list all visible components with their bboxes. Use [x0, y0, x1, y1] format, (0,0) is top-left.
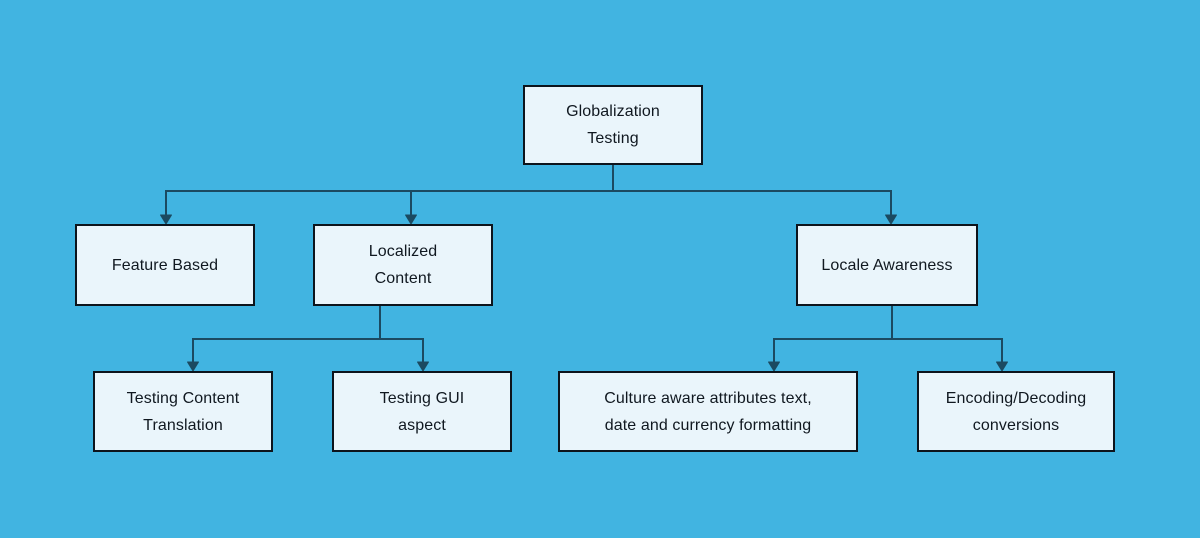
node-encoding-decoding-conversions: Encoding/Decoding conversions: [917, 371, 1115, 452]
node-label: Globalization: [566, 103, 660, 120]
node-localized-content: Localized Content: [313, 224, 493, 306]
node-label: Localized: [368, 243, 438, 260]
arrowhead-icon: [417, 361, 429, 372]
node-feature-based: Feature Based: [75, 224, 255, 306]
edge-localized-content-to-testing-gui-aspect: [379, 306, 429, 372]
arrowhead-icon: [996, 361, 1008, 372]
node-culture-aware-attributes: Culture aware attributes text, date and …: [558, 371, 858, 452]
node-label: aspect: [398, 416, 446, 434]
node-testing-content-translation: Testing Content Translation: [93, 371, 273, 452]
node-label: Locale Awareness: [821, 256, 953, 274]
node-locale-awareness: Locale Awareness: [796, 224, 978, 306]
edge-locale-awareness-to-encoding-decoding: [891, 306, 1008, 372]
node-label: date and currency formatting: [604, 416, 812, 434]
arrowhead-icon: [885, 214, 897, 225]
node-globalization-testing: Globalization Testing: [523, 85, 703, 165]
node-label: conversions: [972, 416, 1060, 434]
edge-globalization-to-feature-based: [160, 165, 614, 225]
node-label: Culture aware attributes text,: [604, 389, 812, 407]
node-label: Testing: [587, 130, 639, 147]
node-label: Feature Based: [111, 256, 219, 274]
node-label: Encoding/Decoding: [945, 389, 1087, 407]
edge-localized-content-to-testing-content-translation: [187, 306, 381, 372]
edge-locale-awareness-to-culture-aware-attributes: [768, 306, 893, 372]
edge-globalization-to-locale-awareness: [612, 165, 897, 225]
node-label: Content: [374, 270, 432, 287]
arrowhead-icon: [768, 361, 780, 372]
arrowhead-icon: [160, 214, 172, 225]
arrowhead-icon: [187, 361, 199, 372]
arrowhead-icon: [405, 214, 417, 225]
edge-globalization-to-localized-content: [405, 165, 614, 225]
node-label: Testing GUI: [379, 389, 465, 407]
node-testing-gui-aspect: Testing GUI aspect: [332, 371, 512, 452]
node-label: Testing Content: [126, 389, 240, 407]
node-label: Translation: [143, 416, 223, 434]
